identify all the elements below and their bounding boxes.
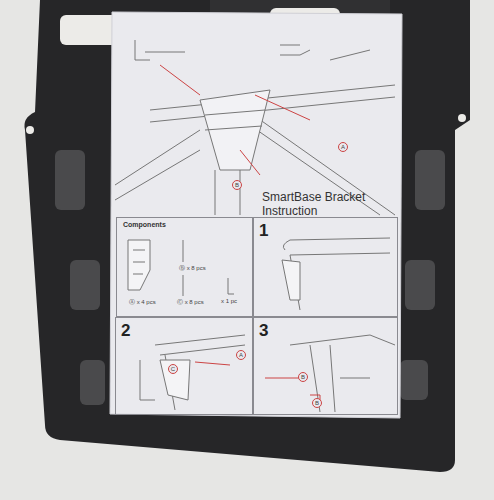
component-label: Components — [123, 221, 166, 228]
instruction-panel: 2 — [115, 317, 253, 415]
component-label: Ⓐ x 4 pcs — [129, 298, 156, 307]
callout-letter: B — [298, 372, 308, 382]
callout-letter: B — [232, 180, 242, 190]
step-number: 2 — [121, 321, 130, 341]
callout-letter: C — [168, 364, 178, 374]
callout-letter: A — [236, 350, 246, 360]
callout-letter: A — [338, 142, 348, 152]
component-label: x 1 pc — [221, 298, 237, 304]
instruction-panel: 3 — [253, 317, 398, 415]
component-label: Ⓑ x 8 pcs — [179, 264, 206, 273]
instruction-panel: 1 — [253, 217, 398, 317]
step-number: 3 — [259, 321, 268, 341]
component-label: Ⓒ x 8 pcs — [177, 298, 204, 307]
callout-letter: B — [312, 398, 322, 408]
sheet-title: SmartBase Bracket Instruction — [262, 190, 377, 218]
step-number: 1 — [259, 221, 268, 241]
instruction-panel: Components Ⓑ x 8 pcs Ⓐ x 4 pcs Ⓒ x 8 pcs x 1… — [116, 217, 253, 317]
